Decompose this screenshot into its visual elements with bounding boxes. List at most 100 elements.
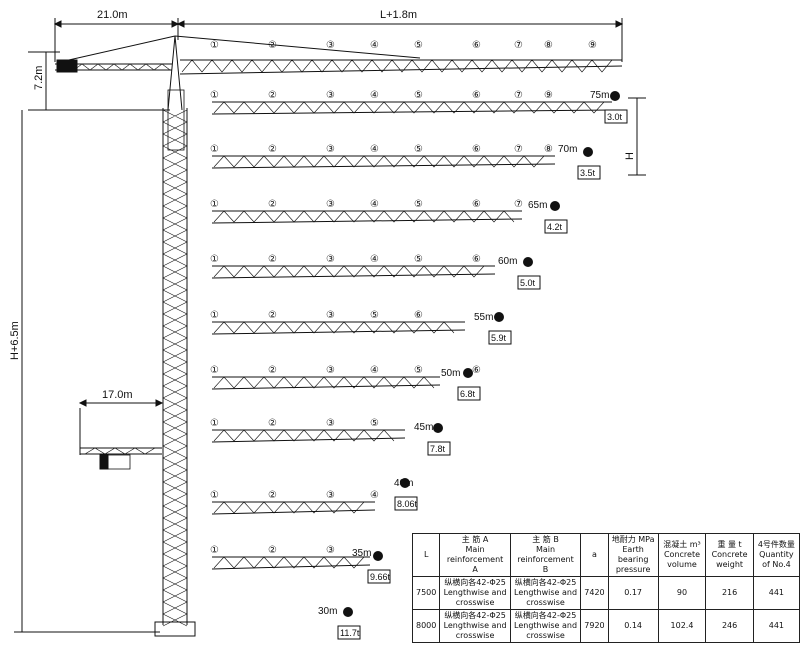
jib-bottom-chord [211, 509, 376, 515]
section-number: ⑤ [414, 254, 423, 265]
section-number: ③ [326, 90, 335, 101]
hook-block [610, 91, 620, 101]
top-height-dim: 7.2m [33, 66, 45, 90]
section-number: ③ [326, 365, 335, 376]
section-number: ② [268, 90, 277, 101]
section-number: ③ [326, 418, 335, 429]
cell-main-b-en: Lengthwise and crosswise [514, 588, 578, 607]
capacity-box [577, 165, 601, 180]
weight-cn: 重 量 t [717, 540, 742, 549]
capacity-label: 8.06t [397, 499, 418, 509]
hook-block [583, 147, 593, 157]
main-jib-section-1: ① [210, 40, 219, 51]
section-number: ⑤ [414, 90, 423, 101]
capacity-box [457, 386, 481, 401]
capacity-label: 7.8t [430, 444, 446, 454]
section-number: ① [210, 418, 219, 429]
counter-jib-dim: 21.0m [97, 9, 128, 21]
jib-lattice [213, 501, 365, 514]
cell-pressure: 0.14 [607, 609, 659, 643]
cell-quantity: 441 [752, 609, 800, 643]
section-number: ④ [370, 490, 379, 501]
section-number: ① [210, 254, 219, 265]
main-jib-section-2: ② [268, 40, 277, 51]
section-number: ⑦ [514, 90, 523, 101]
section-number: ⑥ [472, 254, 481, 265]
section-number: ⑤ [414, 144, 423, 155]
jib-lattice [213, 429, 395, 442]
jib-length-label: 35m [352, 548, 371, 559]
capacity-box [604, 109, 628, 124]
jib-bottom-chord [211, 384, 441, 390]
cell-pressure: 0.17 [607, 576, 659, 610]
section-number: ⑤ [414, 199, 423, 210]
section-number: ④ [370, 199, 379, 210]
jib-length-label: 55m [474, 312, 493, 323]
capacity-label: 4.2t [547, 222, 563, 232]
section-number: ① [210, 144, 219, 155]
cell-a: 7920 [580, 609, 609, 643]
section-number: ⑤ [370, 310, 379, 321]
jib-bottom-chord [211, 163, 556, 169]
hook-block [373, 551, 383, 561]
jib-length-label: 45m [414, 422, 433, 433]
section-number: ② [268, 199, 277, 210]
section-number: ⑦ [514, 144, 523, 155]
section-number: ① [210, 365, 219, 376]
section-number: ① [210, 310, 219, 321]
section-number: ① [210, 90, 219, 101]
section-number: ⑥ [472, 90, 481, 101]
capacity-label: 11.7t [340, 628, 360, 638]
cell-quantity: 441 [752, 576, 800, 610]
section-number: ③ [326, 490, 335, 501]
capacity-box [367, 569, 391, 584]
jib-bottom-chord [211, 329, 466, 335]
section-number: ② [268, 545, 277, 556]
cell-main-b-en: Lengthwise and crosswise [514, 621, 578, 640]
main-b-cn: 主 筋 B [532, 535, 559, 544]
main-jib-section-9: ⑨ [588, 40, 597, 51]
jib-length-label: 60m [498, 256, 517, 267]
section-number: ⑥ [472, 365, 481, 376]
volume-cn: 混凝土 m³ [663, 540, 701, 549]
section-number: ③ [326, 144, 335, 155]
jib-lattice [213, 265, 485, 278]
capacity-label: 5.0t [520, 278, 536, 288]
capacity-label: 5.9t [491, 333, 507, 343]
jib-length-label: 50m [441, 368, 460, 379]
total-jib-dim: L+1.8m [380, 9, 417, 21]
capacity-label: 6.8t [460, 389, 476, 399]
col-l: L [411, 533, 441, 577]
cell-weight: 216 [705, 576, 754, 610]
jib-length-label: 65m [528, 200, 547, 211]
section-number: ② [268, 490, 277, 501]
section-number: ② [268, 144, 277, 155]
main-a-en: Main reinforcement A [446, 545, 504, 574]
section-number: ⑥ [472, 144, 481, 155]
cell-volume: 90 [657, 576, 707, 610]
section-number: ③ [326, 199, 335, 210]
section-number: ④ [370, 254, 379, 265]
main-b-en: Main reinforcement B [517, 545, 574, 574]
hook-block [463, 368, 473, 378]
section-number: ⑤ [414, 365, 423, 376]
section-number: ④ [370, 365, 379, 376]
section-number: ① [210, 490, 219, 501]
main-jib-section-6: ⑥ [472, 40, 481, 51]
cell-volume: 102.4 [657, 609, 707, 643]
